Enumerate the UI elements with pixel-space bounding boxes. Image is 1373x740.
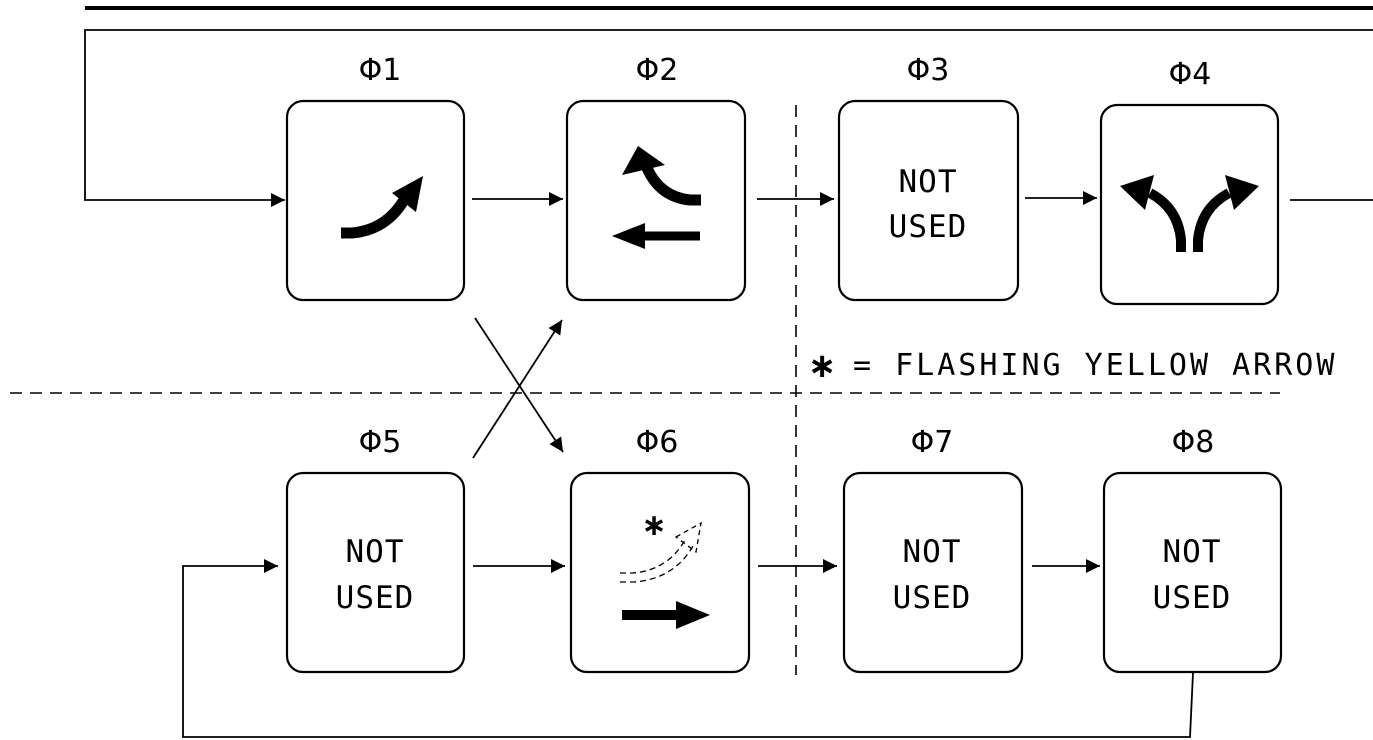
ring2-loop-line [182,559,1194,738]
phase-text-line1: NOT [903,534,962,570]
phase-text-line2: USED [893,580,972,616]
ring1-loop-line-top [84,29,1373,207]
phase-text-line2: USED [889,209,968,245]
cross-arrow-p5-to-p2 [472,319,563,459]
protected-right-turn-arrow-icon [341,176,423,239]
phase-1: Φ1 [285,53,466,302]
phase-text-line1: NOT [899,164,958,200]
phase-label: Φ4 [1169,57,1212,92]
phase-text-line2: USED [336,580,415,616]
phase-5: Φ5 NOT USED [285,425,466,674]
phase-4: Φ4 [1099,57,1280,306]
phase-6: Φ6 ∗ [569,425,751,674]
phase-label: Φ8 [1172,425,1215,460]
split-left-right-arrow-icon [1120,175,1259,252]
phase-text-line1: NOT [346,534,405,570]
phase-2: Φ2 [565,53,747,302]
phase-box [569,471,751,674]
phase-text-line1: NOT [1163,534,1222,570]
legend-text: = FLASHING YELLOW ARROW [853,348,1337,383]
phase-box [1102,471,1283,674]
through-arrow-with-flashing-yellow-arrow-icon: ∗ [620,508,710,629]
phase-7: Φ7 NOT USED [842,425,1024,674]
legend-star-icon: ∗ [808,346,837,386]
phase-label: Φ7 [911,425,954,460]
phase-label: Φ3 [907,53,950,88]
phase-box [565,99,747,302]
phase-box [842,471,1024,674]
phase-label: Φ1 [359,53,402,88]
legend: ∗ = FLASHING YELLOW ARROW [808,346,1337,386]
phase-box [285,99,466,302]
phase-text-line2: USED [1153,580,1232,616]
phase-label: Φ2 [636,53,679,88]
left-turn-and-through-left-arrow-icon [612,146,701,249]
phase-label: Φ5 [359,425,402,460]
phase-box [1099,103,1280,306]
phase-8: Φ8 NOT USED [1102,425,1283,674]
phase-box [285,471,466,674]
phase-label: Φ6 [636,425,679,460]
phase-3: Φ3 NOT USED [837,53,1020,302]
flashing-yellow-star-icon: ∗ [641,508,666,543]
phase-box [837,99,1020,302]
cross-arrow-p1-to-p6 [474,317,564,453]
